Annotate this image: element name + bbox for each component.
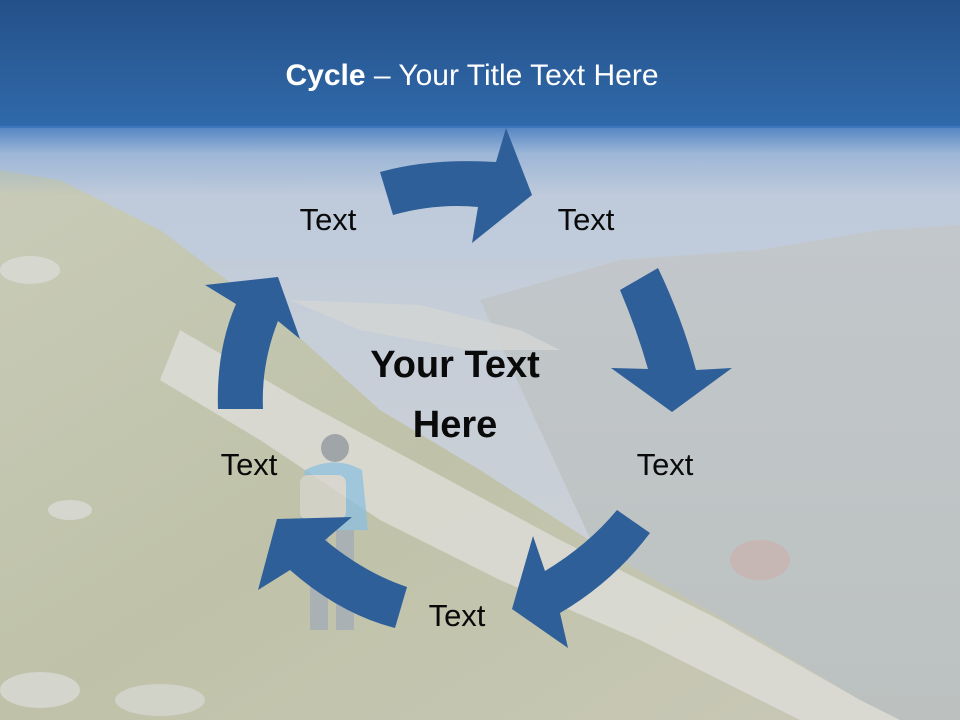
center-text-line2: Here bbox=[412, 404, 498, 446]
center-text-line1: Your Text bbox=[370, 344, 540, 386]
cycle-arrow-top[interactable] bbox=[380, 128, 532, 243]
cycle-arrow-left[interactable] bbox=[205, 277, 300, 409]
center-text[interactable]: Your Text Here bbox=[330, 344, 580, 446]
cycle-label-top-right[interactable]: Text bbox=[557, 202, 615, 237]
title-rest: – Your Title Text Here bbox=[365, 59, 659, 92]
cycle-label-left[interactable]: Text bbox=[220, 447, 278, 482]
title-bar bbox=[0, 0, 960, 128]
cycle-label-top-left[interactable]: Text bbox=[299, 202, 357, 237]
cycle-label-right[interactable]: Text bbox=[636, 447, 694, 482]
cycle-arrow-bottom-left[interactable] bbox=[258, 517, 407, 628]
slide-title[interactable]: Cycle – Your Title Text Here bbox=[0, 56, 944, 96]
cycle-arrow-bottom-right[interactable] bbox=[512, 510, 650, 648]
title-bold: Cycle bbox=[285, 59, 366, 92]
cycle-label-bottom[interactable]: Text bbox=[428, 598, 486, 633]
cycle-arrow-right[interactable] bbox=[611, 268, 732, 412]
